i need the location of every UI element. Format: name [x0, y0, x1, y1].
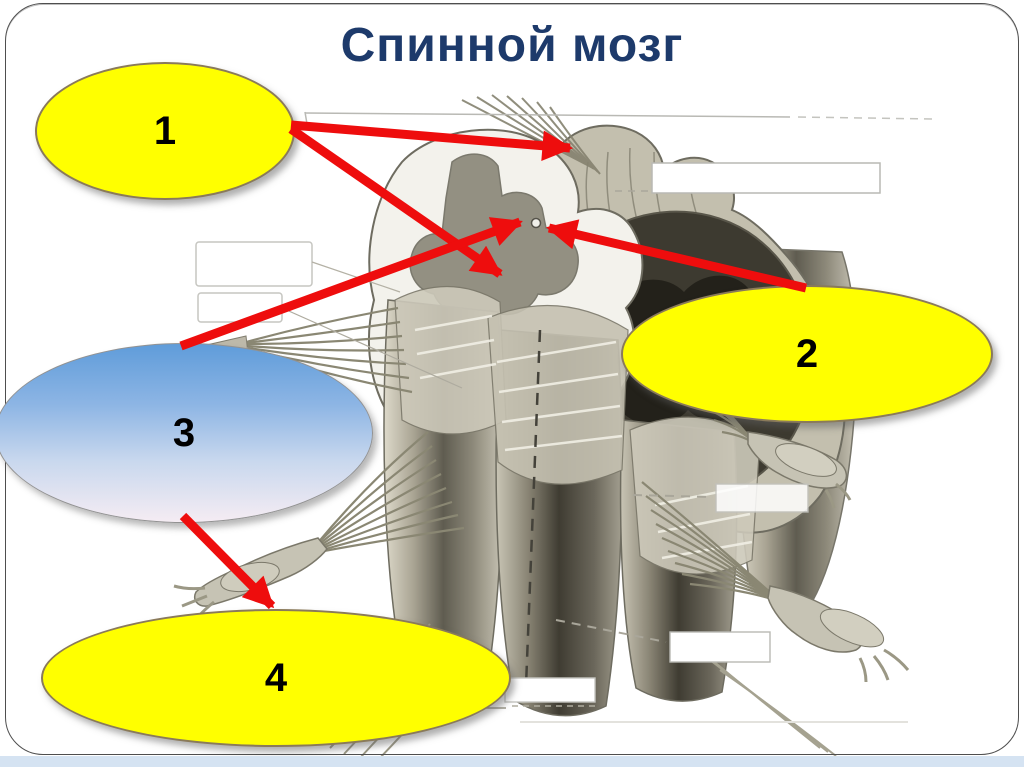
page-title: Спинной мозг — [0, 18, 1024, 73]
label-ellipse-4-number: 4 — [264, 655, 288, 700]
cord-column-center — [495, 329, 623, 717]
spinal-nerve-upper-right — [747, 431, 852, 509]
arrow-label2-to-central-canal — [546, 219, 808, 293]
label-ellipse-3-number: 3 — [172, 410, 196, 455]
bottom-accent-bar — [0, 756, 1024, 767]
page-title-text: Спинной мозг — [340, 19, 684, 72]
dorsal-rootlets-top — [461, 94, 601, 175]
spinal-nerve-lower-right — [767, 585, 910, 683]
spinal-nerve-lower-left — [173, 537, 328, 618]
label-ellipse-4: 4 — [41, 609, 511, 747]
arrow-label1-to-cut-surface — [288, 125, 503, 278]
arrow-label1-to-dorsal-root — [290, 120, 574, 161]
arrow-label3-to-central-canal — [179, 217, 523, 351]
label-ellipse-1-number: 1 — [153, 108, 177, 153]
central-canal — [530, 217, 542, 229]
funiculi-hatching — [585, 147, 701, 237]
cord-column-left — [383, 299, 504, 673]
cord-column-right — [619, 419, 738, 702]
cord-near-section-cut-surface — [368, 128, 644, 457]
nerve-roots-lower-right — [641, 481, 783, 604]
label-ellipse-3: 3 — [0, 343, 373, 523]
label-ellipse-2-number: 2 — [795, 331, 819, 376]
nerve-roots-bottom-right — [699, 649, 837, 757]
anterior-median-fissure — [524, 329, 542, 687]
label-ellipse-2: 2 — [621, 285, 993, 423]
arrow-label3-to-label4 — [179, 512, 276, 610]
label-ellipse-1: 1 — [35, 62, 295, 200]
gray-matter-near — [409, 153, 579, 317]
